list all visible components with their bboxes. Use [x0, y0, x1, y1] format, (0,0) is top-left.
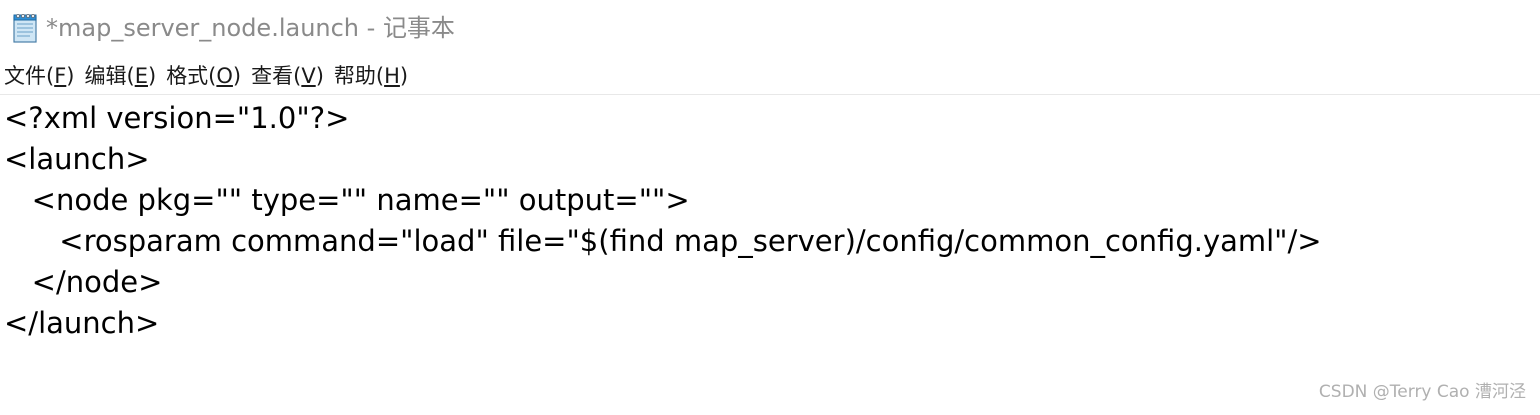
window-title: *map_server_node.launch - 记事本	[46, 14, 455, 42]
menu-format[interactable]: 格式(O)	[166, 64, 242, 88]
editor-line: </node>	[4, 265, 163, 299]
menu-help[interactable]: 帮助(H)	[333, 64, 409, 88]
menu-edit[interactable]: 编辑(E)	[84, 64, 157, 88]
editor-line: <node pkg="" type="" name="" output="">	[4, 183, 690, 217]
menu-bar: 文件(F) 编辑(E) 格式(O) 查看(V) 帮助(H)	[0, 58, 1540, 95]
menu-view[interactable]: 查看(V)	[251, 64, 324, 88]
title-bar: *map_server_node.launch - 记事本	[0, 0, 1540, 56]
editor-line: <rosparam command="load" file="$(find ma…	[4, 224, 1322, 258]
notepad-icon	[13, 14, 37, 43]
text-editor-area[interactable]: <?xml version="1.0"?> <launch> <node pkg…	[0, 96, 1540, 415]
watermark: CSDN @Terry Cao 漕河泾	[1318, 382, 1526, 402]
editor-line: <?xml version="1.0"?>	[4, 101, 350, 135]
editor-line: <launch>	[4, 142, 150, 176]
menu-file[interactable]: 文件(F)	[4, 64, 75, 88]
editor-line: </launch>	[4, 306, 160, 340]
